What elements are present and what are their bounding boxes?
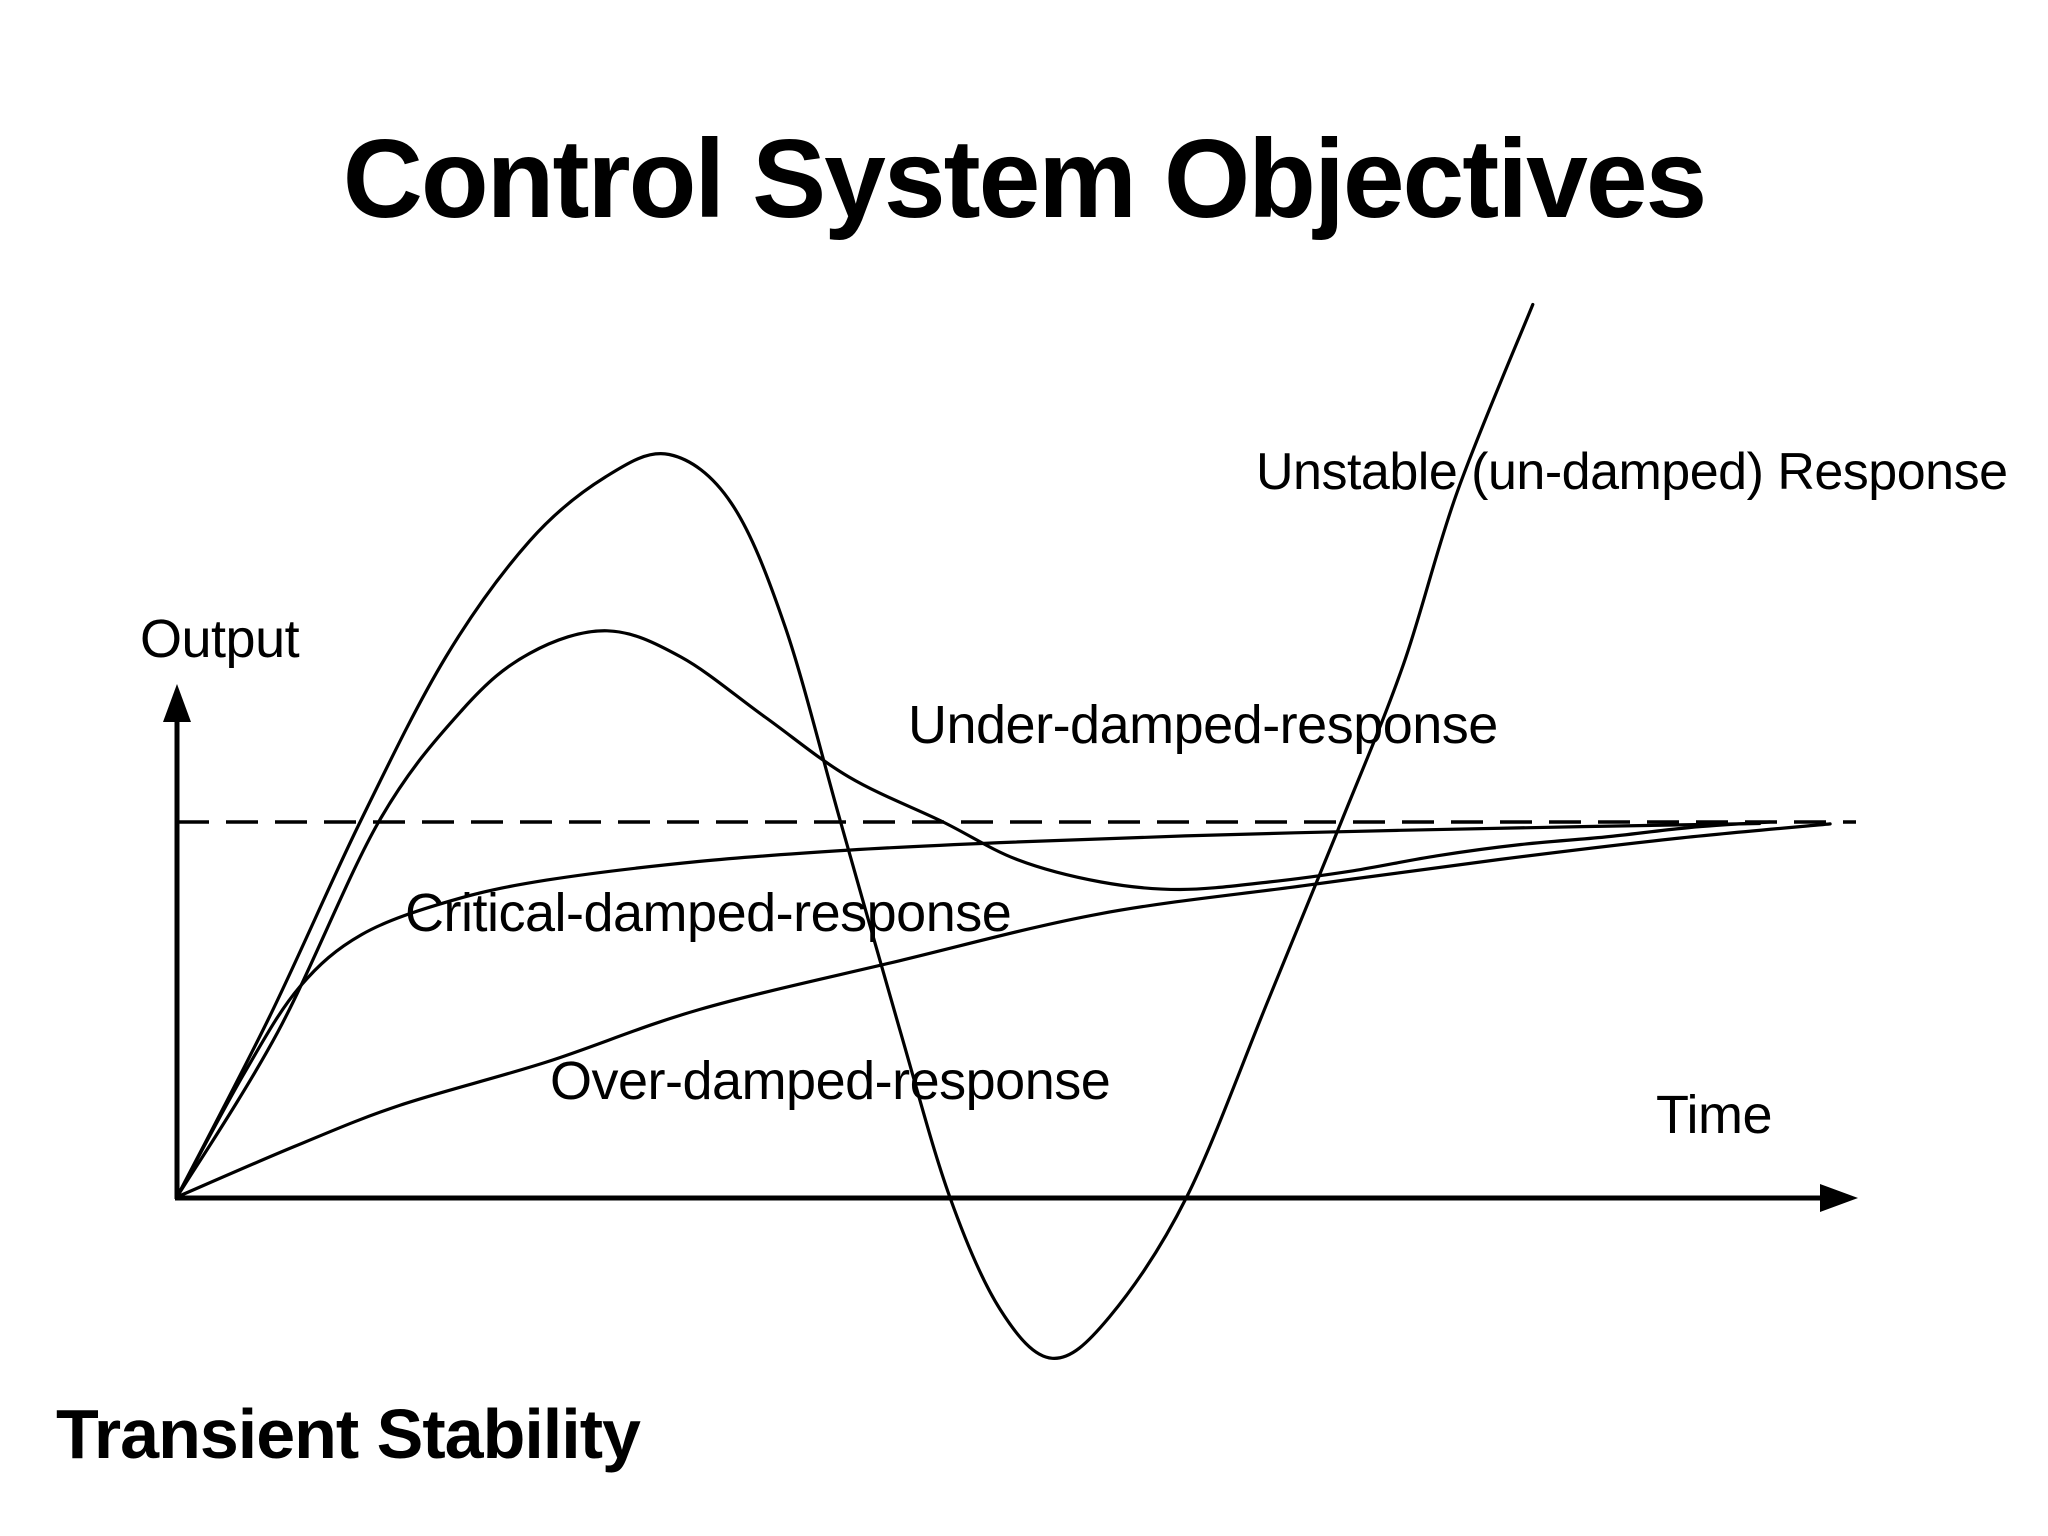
curve-unstable-un-damped-response — [175, 302, 1535, 1360]
curve-over-damped-response — [175, 822, 1832, 1199]
curve-label-unstable: Unstable (un-damped) Response — [1256, 443, 2008, 501]
y-axis-label: Output — [140, 609, 300, 669]
curve-critical-damped-response — [175, 821, 1762, 1199]
slide-title: Control System Objectives — [342, 117, 1708, 241]
response-curves-group — [175, 302, 1832, 1360]
y-axis-arrowhead-icon — [163, 684, 191, 722]
curve-label-over-damped: Over-damped-response — [550, 1051, 1111, 1111]
curve-label-critical-damped: Critical-damped-response — [405, 883, 1012, 943]
curve-under-damped-response — [175, 629, 1772, 1199]
curve-label-under-damped: Under-damped-response — [908, 695, 1498, 755]
x-axis-label: Time — [1656, 1085, 1773, 1145]
slide-footer: Transient Stability — [56, 1395, 641, 1473]
x-axis-arrowhead-icon — [1820, 1184, 1858, 1212]
